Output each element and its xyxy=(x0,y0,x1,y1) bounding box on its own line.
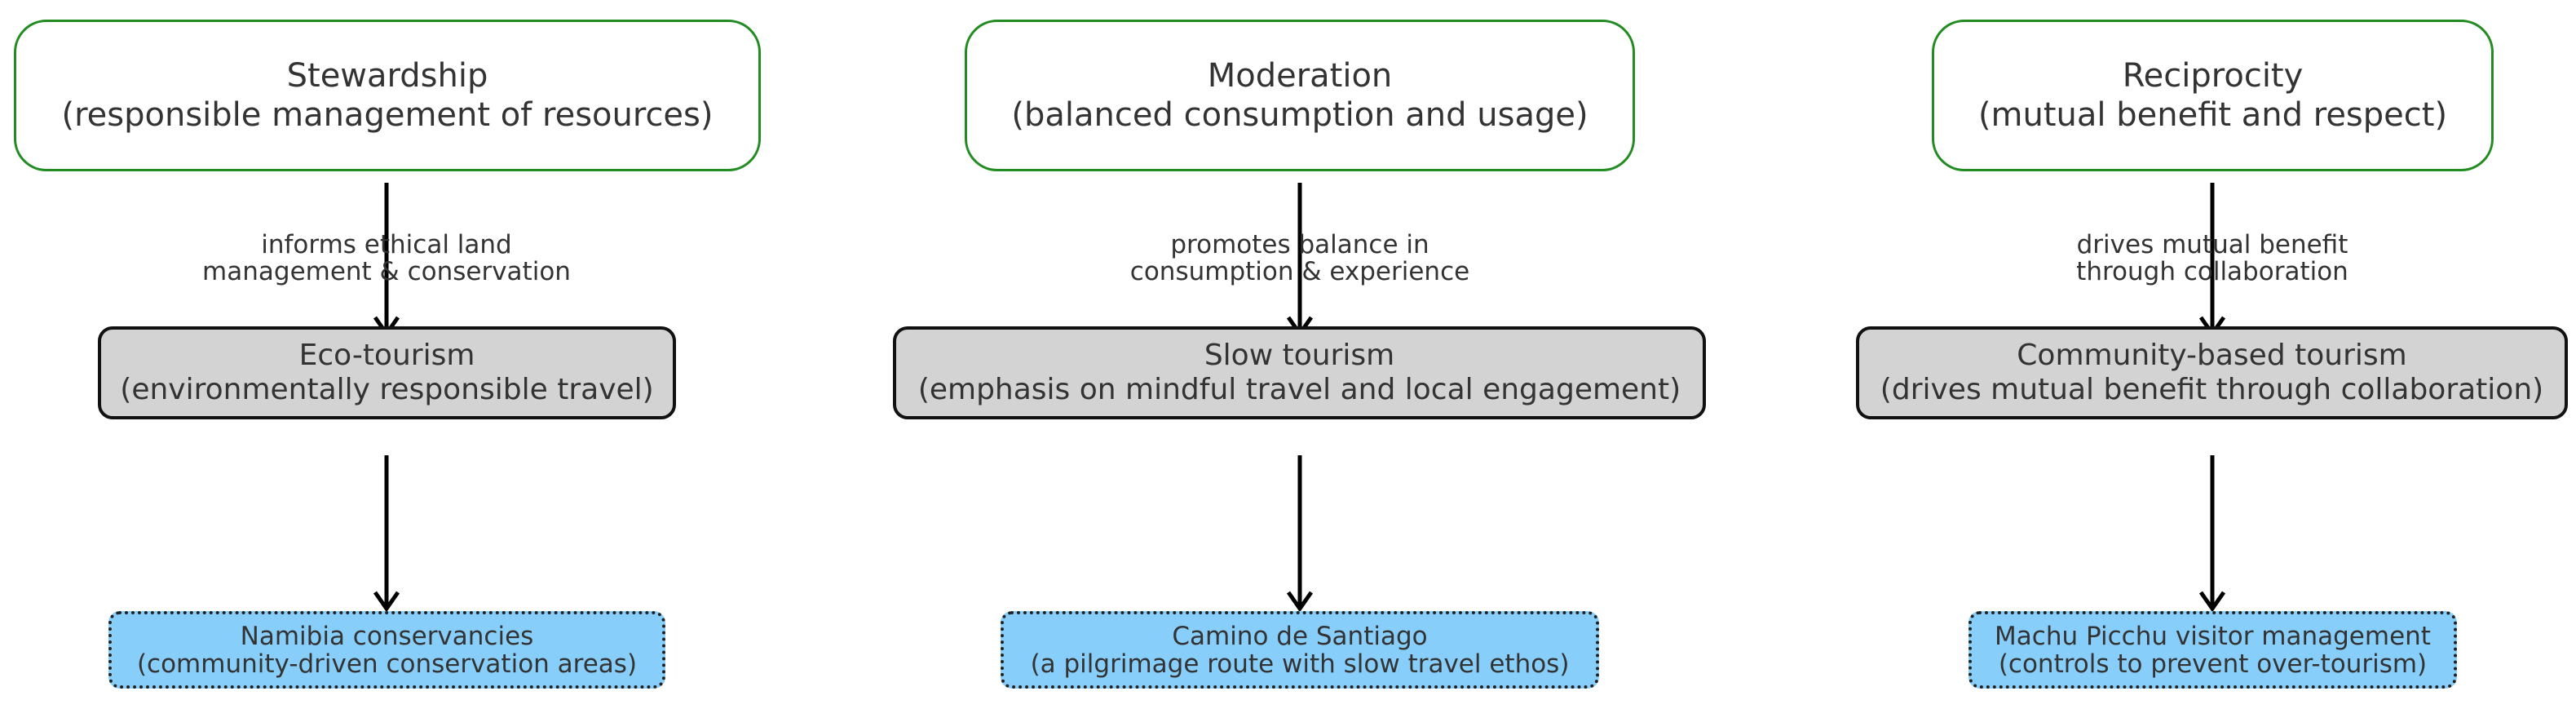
principle-title: Reciprocity xyxy=(2122,57,2304,95)
link-label-line1: promotes balance in xyxy=(1170,230,1429,259)
principle-stewardship: Stewardship (responsible management of r… xyxy=(14,20,761,171)
approach-title: Slow tourism xyxy=(1204,339,1395,372)
principle-moderation: Moderation (balanced consumption and usa… xyxy=(965,20,1635,171)
link-label-line2: management & conservation xyxy=(202,257,571,286)
example-subtitle: (community-driven conservation areas) xyxy=(136,649,638,679)
principle-subtitle: (balanced consumption and usage) xyxy=(1011,96,1588,134)
approach-subtitle: (environmentally responsible travel) xyxy=(120,373,654,406)
approach-community-based-tourism: Community-based tourism (drives mutual b… xyxy=(1856,326,2568,419)
example-title: Namibia conservancies xyxy=(240,621,534,651)
link-label-line1: drives mutual benefit xyxy=(2076,230,2348,259)
example-title: Camino de Santiago xyxy=(1172,621,1428,651)
approach-title: Eco-tourism xyxy=(298,339,475,372)
example-subtitle: (a pilgrimage route with slow travel eth… xyxy=(1030,649,1570,679)
arrow-community-tourism-to-machu-picchu xyxy=(2198,455,2226,613)
approach-title: Community-based tourism xyxy=(2017,339,2407,372)
principle-reciprocity: Reciprocity (mutual benefit and respect) xyxy=(1932,20,2494,171)
principle-subtitle: (responsible management of resources) xyxy=(61,96,714,134)
arrow-slow-tourism-to-camino xyxy=(1286,455,1314,613)
arrow-eco-tourism-to-namibia xyxy=(373,455,400,613)
link-label-reciprocity: drives mutual benefit through collaborat… xyxy=(2076,232,2348,286)
example-namibia-conservancies: Namibia conservancies (community-driven … xyxy=(108,611,665,689)
approach-subtitle: (drives mutual benefit through collabora… xyxy=(1880,373,2544,406)
link-label-line1: informs ethical land xyxy=(261,230,512,259)
link-label-line2: through collaboration xyxy=(2076,257,2348,286)
example-camino-de-santiago: Camino de Santiago (a pilgrimage route w… xyxy=(1001,611,1599,689)
example-title: Machu Picchu visitor management xyxy=(1995,621,2431,651)
approach-eco-tourism: Eco-tourism (environmentally responsible… xyxy=(98,326,676,419)
principle-subtitle: (mutual benefit and respect) xyxy=(1977,96,2448,134)
example-machu-picchu: Machu Picchu visitor management (control… xyxy=(1968,611,2457,689)
link-label-stewardship: informs ethical land management & conser… xyxy=(202,232,571,286)
principle-title: Stewardship xyxy=(286,57,488,95)
principle-title: Moderation xyxy=(1207,57,1393,95)
approach-slow-tourism: Slow tourism (emphasis on mindful travel… xyxy=(893,326,1706,419)
approach-subtitle: (emphasis on mindful travel and local en… xyxy=(917,373,1681,406)
link-label-moderation: promotes balance in consumption & experi… xyxy=(1130,232,1469,286)
example-subtitle: (controls to prevent over-tourism) xyxy=(1998,649,2428,679)
link-label-line2: consumption & experience xyxy=(1129,257,1470,286)
